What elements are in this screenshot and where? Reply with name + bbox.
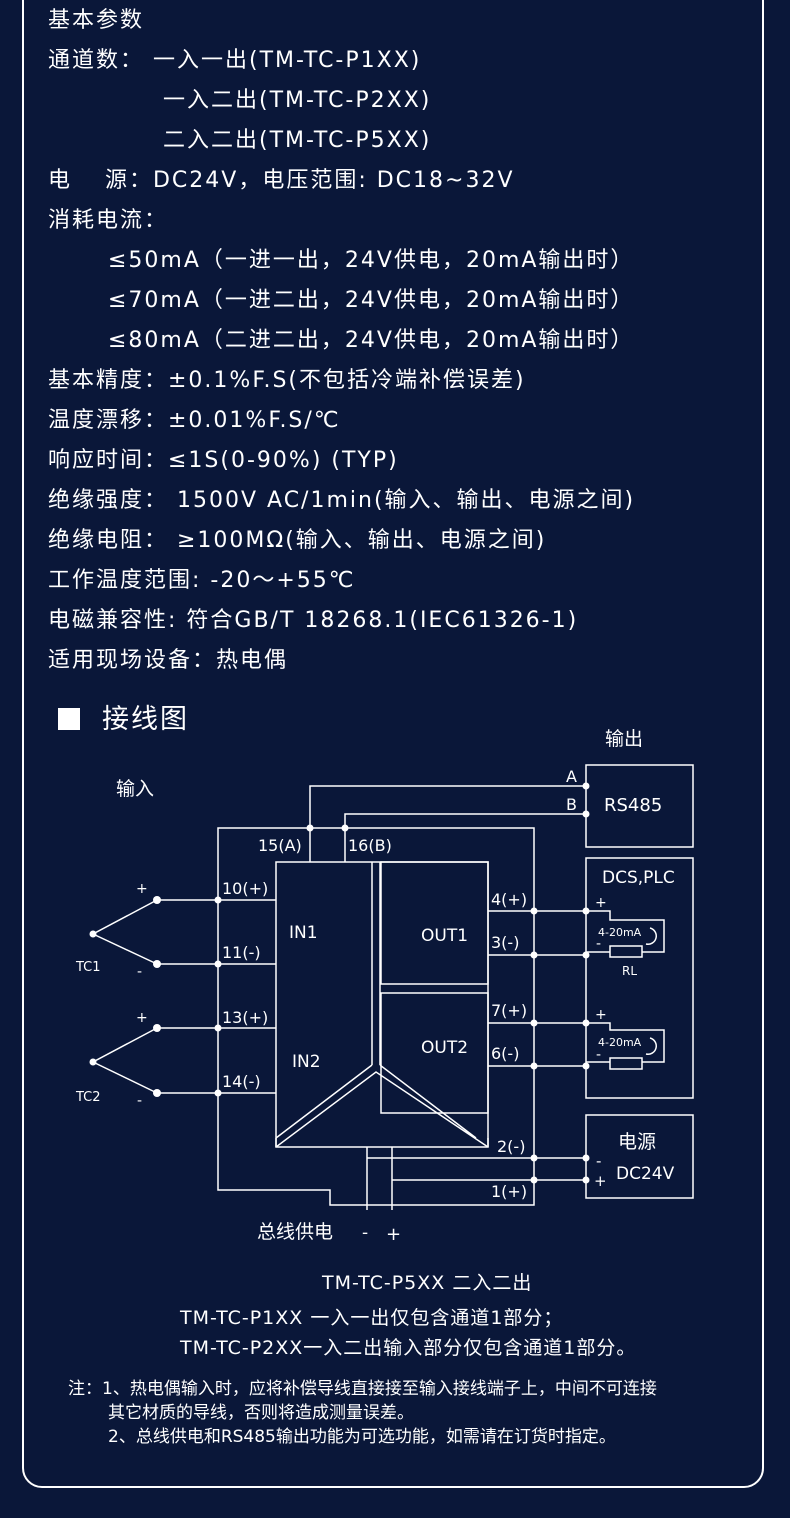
- in1-label: IN1: [289, 923, 318, 943]
- outer-frame-line: [217, 827, 535, 1206]
- power-wires: [488, 1157, 586, 1181]
- tc2-minus: -: [137, 1093, 142, 1109]
- rs485-label: RS485: [604, 795, 662, 816]
- dcs-box: [585, 857, 694, 1099]
- caption-model: TM-TC-P5XX 二入二出: [322, 1272, 533, 1294]
- terminal-4: 4(+): [491, 890, 527, 909]
- module-body: [275, 861, 489, 1148]
- terminal-6: 6(-): [491, 1044, 519, 1063]
- loop-arrow-2-icon: [645, 1037, 657, 1055]
- spec-channels: 通道数： 一入一出(TM-TC-P1XX): [48, 48, 422, 73]
- junction-dots: [89, 782, 590, 1184]
- input-wires: [157, 899, 276, 1094]
- terminal-1: 1(+): [491, 1182, 527, 1201]
- tc1-minus: -: [137, 964, 142, 980]
- power-title: 电源: [618, 1131, 656, 1153]
- spec-temperature-range: 工作温度范围: -20～+55℃: [48, 568, 356, 593]
- spec-channels-p2: 一入二出(TM-TC-P2XX): [163, 88, 432, 113]
- spec-heading: 基本参数: [48, 8, 145, 33]
- note-1: 注：1、热电偶输入时，应将补偿导线直接接至输入接线端子上，中间不可连接: [68, 1379, 657, 1399]
- loop-label-2: 4-20mA: [598, 1036, 642, 1049]
- input-label: 输入: [116, 778, 154, 800]
- note-1-cont: 其它材质的导线，否则将造成测量误差。: [108, 1403, 414, 1423]
- module-v-edges: [275, 1138, 489, 1147]
- rl-resistor-1: [609, 945, 643, 958]
- bus-label: 总线供电: [257, 1221, 333, 1243]
- out1-block: [380, 861, 489, 985]
- tc1-wires: [91, 899, 158, 965]
- spec-response: 响应时间：≤1S(0-90%) (TYP): [48, 448, 399, 473]
- out2-block: [380, 992, 489, 1114]
- tc2-label: TC2: [75, 1090, 101, 1105]
- spec-drift: 温度漂移：±0.01%F.S/℃: [48, 408, 341, 433]
- spec-emc: 电磁兼容性: 符合GB/T 18268.1(IEC61326-1): [48, 608, 579, 633]
- square-bullet-icon: [58, 708, 80, 730]
- terminal-10: 10(+): [222, 879, 268, 898]
- terminal-7: 7(+): [491, 1001, 527, 1020]
- power-dc24v: DC24V: [616, 1164, 675, 1184]
- caption-p1xx: TM-TC-P1XX 一入一出仅包含通道1部分；: [180, 1307, 564, 1329]
- center-divider: [371, 862, 381, 1065]
- out1-label: OUT1: [421, 926, 468, 946]
- rs485-box: [585, 764, 694, 848]
- rl-label: RL: [622, 964, 637, 978]
- tc1-label: TC1: [75, 960, 101, 975]
- bus-taps: [367, 1157, 488, 1181]
- terminal-14: 14(-): [222, 1072, 261, 1091]
- in2-label: IN2: [292, 1052, 321, 1072]
- spec-devices: 适用现场设备：热电偶: [48, 648, 289, 673]
- section-title: 接线图: [58, 700, 189, 740]
- spec-insulation-strength: 绝缘强度： 1500V AC/1min(输入、输出、电源之间): [48, 488, 636, 513]
- dcs-minus-1: -: [596, 936, 601, 952]
- spec-current-2: ≤70mA（一进二出，24V供电，20mA输出时）: [108, 288, 635, 313]
- loop1: [586, 910, 665, 953]
- caption-p2xx: TM-TC-P2XX一入二出输入部分仅包含通道1部分。: [180, 1337, 637, 1359]
- tc2-wires: [91, 1027, 158, 1094]
- dcs-label: DCS,PLC: [602, 868, 675, 888]
- terminal-15: 15(A): [258, 836, 302, 855]
- terminal-13: 13(+): [222, 1008, 268, 1027]
- spec-insulation-resistance: 绝缘电阻： ≥100MΩ(输入、输出、电源之间): [48, 528, 547, 553]
- terminal-16: 16(B): [348, 836, 392, 855]
- terminal-11: 11(-): [222, 943, 261, 962]
- wire-b: [344, 813, 586, 862]
- loop-label-1: 4-20mA: [598, 926, 642, 939]
- terminal-2: 2(-): [497, 1137, 525, 1156]
- loop-arrow-1-icon: [645, 927, 657, 945]
- bus-plus: +: [386, 1224, 401, 1245]
- content-frame: [22, 0, 764, 1488]
- note-2: 2、总线供电和RS485输出功能为可选功能，如需请在订货时指定。: [108, 1427, 616, 1447]
- spec-accuracy: 基本精度：±0.1%F.S(不包括冷端补偿误差): [48, 368, 526, 393]
- bus-wires: [366, 1147, 393, 1210]
- spec-current-1: ≤50mA（一进一出，24V供电，20mA输出时）: [108, 248, 635, 273]
- tc1-plus: +: [136, 881, 148, 897]
- section-title-text: 接线图: [102, 704, 189, 735]
- tc2-plus: +: [136, 1010, 148, 1026]
- module-v-shape: [275, 1064, 489, 1148]
- power-minus: -: [596, 1152, 601, 1170]
- spec-current-3: ≤80mA（二进二出，24V供电，20mA输出时）: [108, 328, 635, 353]
- wire-a: [309, 785, 586, 862]
- rs485-b-label: B: [566, 795, 577, 814]
- loop2: [586, 1022, 665, 1063]
- bus-minus: -: [362, 1223, 368, 1243]
- power-plus: +: [594, 1172, 607, 1190]
- dcs-minus-2: -: [596, 1047, 601, 1063]
- rl-resistor-2: [609, 1057, 643, 1070]
- dcs-plus-2: +: [595, 1007, 607, 1023]
- terminal-3: 3(-): [491, 933, 519, 952]
- spec-channels-p5: 二入二出(TM-TC-P5XX): [163, 128, 432, 153]
- spec-current-heading: 消耗电流：: [48, 208, 169, 233]
- rs485-a-label: A: [566, 767, 577, 786]
- spec-power: 电 源：DC24V，电压范围: DC18~32V: [48, 168, 515, 193]
- dcs-plus-1: +: [595, 895, 607, 911]
- out2-label: OUT2: [421, 1038, 468, 1058]
- output-label: 输出: [605, 728, 643, 750]
